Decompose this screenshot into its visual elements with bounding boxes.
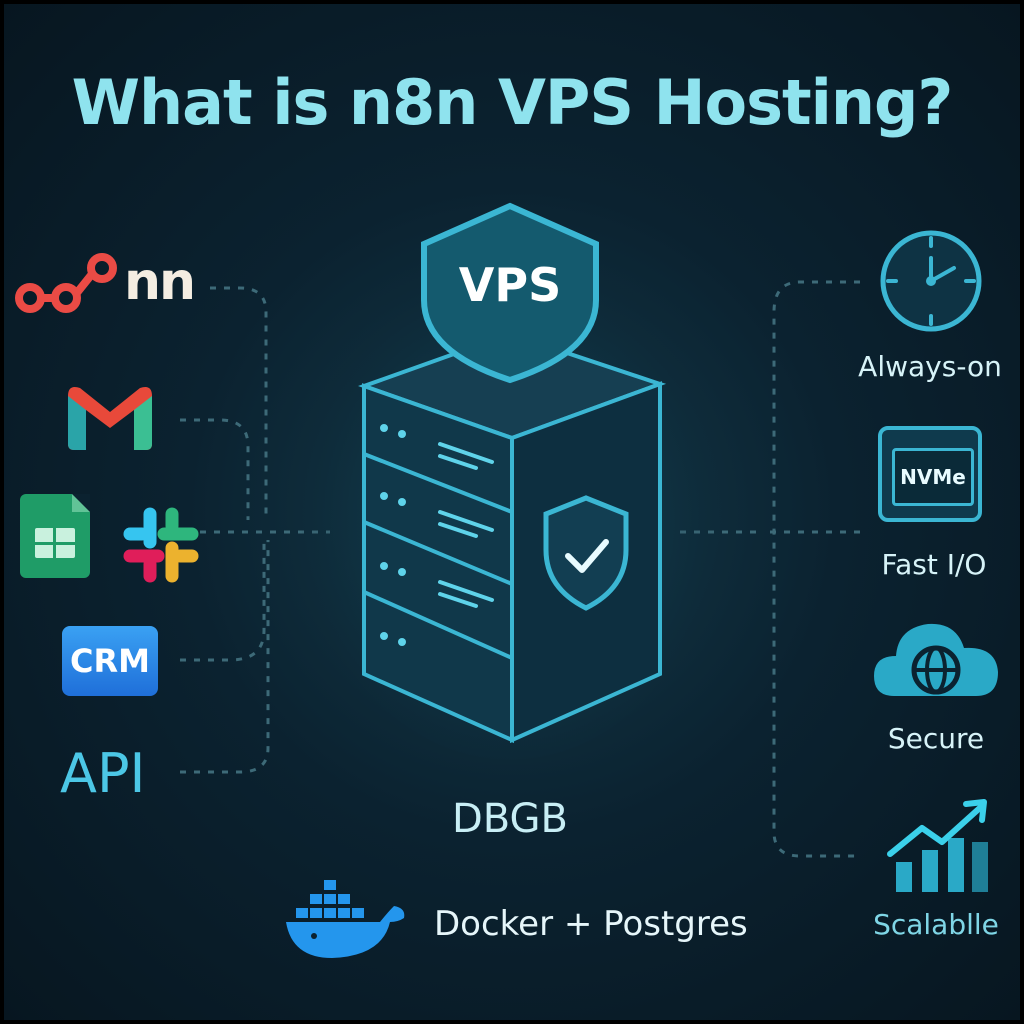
feature-label-scalable: Scalablle — [873, 908, 999, 941]
growth-chart-icon — [887, 799, 988, 892]
crm-icon: CRM — [62, 626, 158, 696]
page-title: What is n8n VPS Hosting? — [71, 66, 954, 139]
feature-label-always-on: Always-on — [858, 350, 1002, 383]
n8n-logo-icon — [15, 253, 117, 313]
docker-whale-icon — [286, 880, 405, 958]
feature-label-fast-io: Fast I/O — [881, 548, 987, 581]
gmail-icon — [68, 387, 152, 450]
stack-label: Docker + Postgres — [434, 904, 748, 944]
vps-shield-label: VPS — [458, 258, 562, 312]
nvme-chip-icon: NVMe — [878, 426, 982, 522]
feature-label-secure: Secure — [887, 722, 985, 755]
google-sheets-icon — [20, 494, 90, 578]
storage-label: DBGB — [452, 796, 568, 842]
api-label: API — [60, 742, 146, 805]
n8n-wordmark: nn — [124, 252, 196, 312]
cloud-globe-icon — [874, 623, 998, 696]
clock-icon — [880, 230, 982, 332]
server-stack-illustration — [300, 202, 720, 760]
nvme-badge: NVMe — [892, 448, 974, 506]
slack-icon — [123, 507, 199, 583]
